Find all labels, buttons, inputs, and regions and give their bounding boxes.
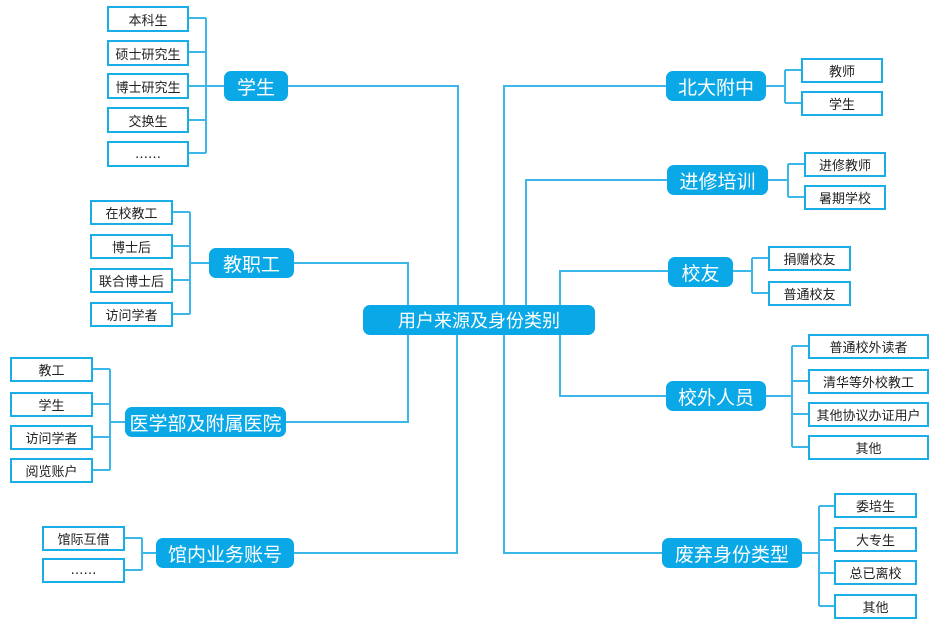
leaf-regular-alumni[interactable]: 普通校友 [768, 281, 851, 306]
node-medical[interactable]: 医学部及附属医院 [125, 407, 286, 437]
leaf-external-other[interactable]: 其他 [808, 435, 929, 460]
leaf-deprecated-other[interactable]: 其他 [834, 594, 917, 619]
leaf-library-more[interactable]: …… [42, 558, 125, 583]
connector-affiliated [503, 85, 666, 305]
node-external[interactable]: 校外人员 [666, 381, 766, 411]
node-affiliated-school[interactable]: 北大附中 [666, 71, 766, 101]
leaf-teacher[interactable]: 教师 [801, 58, 883, 83]
leaf-master[interactable]: 硕士研究生 [107, 40, 189, 66]
leaf-medical-student[interactable]: 学生 [10, 392, 93, 417]
leaf-phd[interactable]: 博士研究生 [107, 73, 189, 99]
connector-medical [286, 334, 409, 423]
node-deprecated[interactable]: 废弃身份类型 [662, 538, 802, 568]
center-node[interactable]: 用户来源及身份类别 [363, 305, 595, 335]
leaf-postdoc[interactable]: 博士后 [90, 234, 173, 259]
leaf-undergraduate[interactable]: 本科生 [107, 6, 189, 32]
connector-staff [294, 262, 409, 305]
connector-alumni [559, 270, 668, 305]
connector-training [525, 179, 667, 305]
connector-students [288, 85, 459, 305]
node-students[interactable]: 学生 [224, 71, 288, 101]
connector-deprecated [503, 334, 662, 554]
leaf-school-student[interactable]: 学生 [801, 91, 883, 116]
node-staff[interactable]: 教职工 [209, 248, 294, 278]
leaf-donor-alumni[interactable]: 捐赠校友 [768, 246, 851, 271]
node-library-accounts[interactable]: 馆内业务账号 [156, 538, 294, 568]
leaf-visiting-teacher[interactable]: 进修教师 [804, 152, 886, 177]
leaf-medical-staff[interactable]: 教工 [10, 357, 93, 382]
leaf-left-school[interactable]: 总已离校 [834, 560, 917, 585]
node-training[interactable]: 进修培训 [667, 165, 768, 195]
leaf-agreement-users[interactable]: 其他协议办证用户 [808, 402, 929, 427]
leaf-joint-postdoc[interactable]: 联合博士后 [90, 268, 173, 293]
leaf-medical-visiting[interactable]: 访问学者 [10, 425, 93, 450]
leaf-visiting-scholar[interactable]: 访问学者 [90, 302, 173, 327]
leaf-students-more[interactable]: …… [107, 141, 189, 167]
leaf-other-university-staff[interactable]: 清华等外校教工 [808, 369, 929, 394]
leaf-external-reader[interactable]: 普通校外读者 [808, 334, 929, 359]
leaf-interlibrary-loan[interactable]: 馆际互借 [42, 526, 125, 551]
connector-library [294, 334, 458, 554]
leaf-summer-school[interactable]: 暑期学校 [804, 185, 886, 210]
leaf-onsite-staff[interactable]: 在校教工 [90, 200, 173, 225]
node-alumni[interactable]: 校友 [668, 257, 733, 287]
leaf-reading-account[interactable]: 阅览账户 [10, 458, 93, 483]
connector-external [559, 334, 666, 397]
leaf-exchange[interactable]: 交换生 [107, 107, 189, 133]
leaf-commissioned[interactable]: 委培生 [834, 493, 917, 518]
leaf-junior-college[interactable]: 大专生 [834, 527, 917, 552]
